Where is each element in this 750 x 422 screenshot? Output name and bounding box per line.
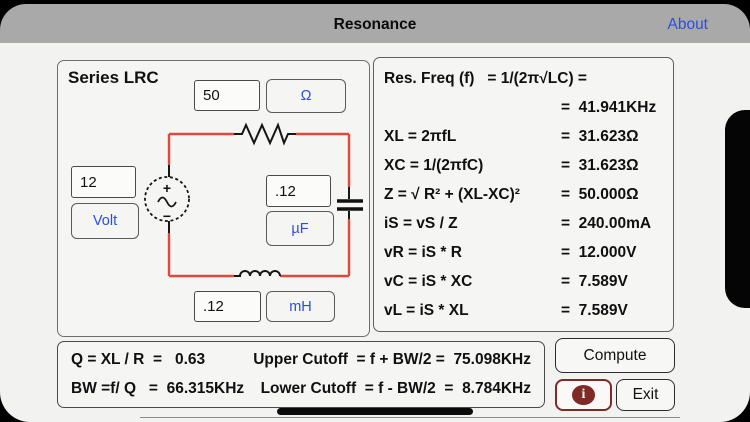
voltage-unit-button[interactable]: Volt	[71, 203, 139, 239]
result-row: XC = 1/(2πfC) = 31.623Ω	[384, 152, 663, 179]
result-row: XL = 2πfL = 31.623Ω	[384, 123, 663, 150]
inductance-unit-button[interactable]: mH	[266, 291, 335, 322]
formula-text: iS = vS / Z	[384, 214, 458, 232]
formula-text: vC = iS * XC	[384, 272, 473, 290]
page-title: Resonance	[333, 16, 417, 33]
sine-wave-icon	[157, 196, 177, 208]
formula-text: XL = 2πfL	[384, 127, 457, 145]
result-value: = 41.941KHz	[561, 98, 657, 116]
q-factor-text: Q = XL / R = 0.63	[71, 351, 206, 369]
bandwidth-text: BW =f/ Q = 66.315KHz	[71, 379, 245, 397]
formula-text: Res. Freq (f) = 1/(2π√LC) =	[384, 69, 587, 87]
about-button[interactable]: About	[667, 16, 708, 33]
side-black-cutout	[725, 110, 750, 308]
resistor-symbol	[234, 122, 296, 146]
circuit-wire	[167, 132, 351, 278]
result-value: = 31.623Ω	[561, 156, 639, 174]
screen-bottom-divider	[140, 416, 680, 419]
formula-text: XC = 1/(2πfC)	[384, 156, 484, 174]
result-value: = 240.00mA	[561, 214, 652, 232]
result-row: = 41.941KHz	[384, 94, 663, 121]
result-value: = 50.000Ω	[561, 185, 639, 203]
lower-cutoff-text: Lower Cutoff = f - BW/2 = 8.784KHz	[260, 379, 531, 397]
info-button[interactable]: i	[555, 379, 612, 411]
result-row: vL = iS * XL = 7.589V	[384, 297, 663, 324]
result-value: = 31.623Ω	[561, 127, 639, 145]
ac-source-icon	[144, 176, 190, 222]
app-content: + − Series LRC Ω Volt µF mH Res. Freq (f…	[0, 43, 750, 422]
capacitance-unit-button[interactable]: µF	[266, 211, 334, 246]
capacitance-input[interactable]	[266, 175, 331, 207]
formula-text: Z = √ R² + (XL-XC)²	[384, 185, 520, 203]
wire-stubs	[168, 165, 350, 233]
result-row: vC = iS * XC = 7.589V	[384, 268, 663, 295]
navigation-bar: Resonance About	[0, 4, 750, 43]
results-panel: Res. Freq (f) = 1/(2π√LC) = = 41.941KHz …	[373, 57, 674, 332]
compute-button[interactable]: Compute	[555, 338, 675, 373]
circuit-panel: + − Series LRC Ω Volt µF mH	[57, 60, 370, 337]
circuit-diagram: + −	[144, 122, 363, 278]
result-value: = 7.589V	[561, 272, 628, 290]
summary-row: BW =f/ Q = 66.315KHz Lower Cutoff = f - …	[71, 376, 531, 402]
info-icon: i	[572, 385, 595, 405]
result-row: iS = vS / Z = 240.00mA	[384, 210, 663, 237]
summary-panel: Q = XL / R = 0.63 Upper Cutoff = f + BW/…	[57, 341, 545, 408]
exit-button[interactable]: Exit	[616, 379, 675, 411]
formula-text: vR = iS * R	[384, 243, 462, 261]
result-row: Res. Freq (f) = 1/(2π√LC) =	[384, 65, 663, 92]
home-indicator[interactable]	[277, 408, 473, 415]
formula-text: vL = iS * XL	[384, 301, 469, 319]
inductor-symbol	[234, 270, 281, 277]
source-plus-label: +	[163, 180, 171, 196]
inductance-input[interactable]	[194, 291, 261, 322]
result-row: vR = iS * R = 12.000V	[384, 239, 663, 266]
panel-title: Series LRC	[68, 68, 159, 87]
voltage-input[interactable]	[71, 166, 136, 198]
capacitor-symbol	[337, 199, 363, 211]
source-minus-label: −	[163, 208, 171, 224]
upper-cutoff-text: Upper Cutoff = f + BW/2 = 75.098KHz	[253, 351, 531, 369]
result-row: Z = √ R² + (XL-XC)² = 50.000Ω	[384, 181, 663, 208]
resistance-unit-button[interactable]: Ω	[266, 79, 346, 113]
summary-row: Q = XL / R = 0.63 Upper Cutoff = f + BW/…	[71, 347, 531, 373]
result-value: = 7.589V	[561, 301, 628, 319]
resistance-input[interactable]	[194, 80, 260, 111]
result-value: = 12.000V	[561, 243, 637, 261]
